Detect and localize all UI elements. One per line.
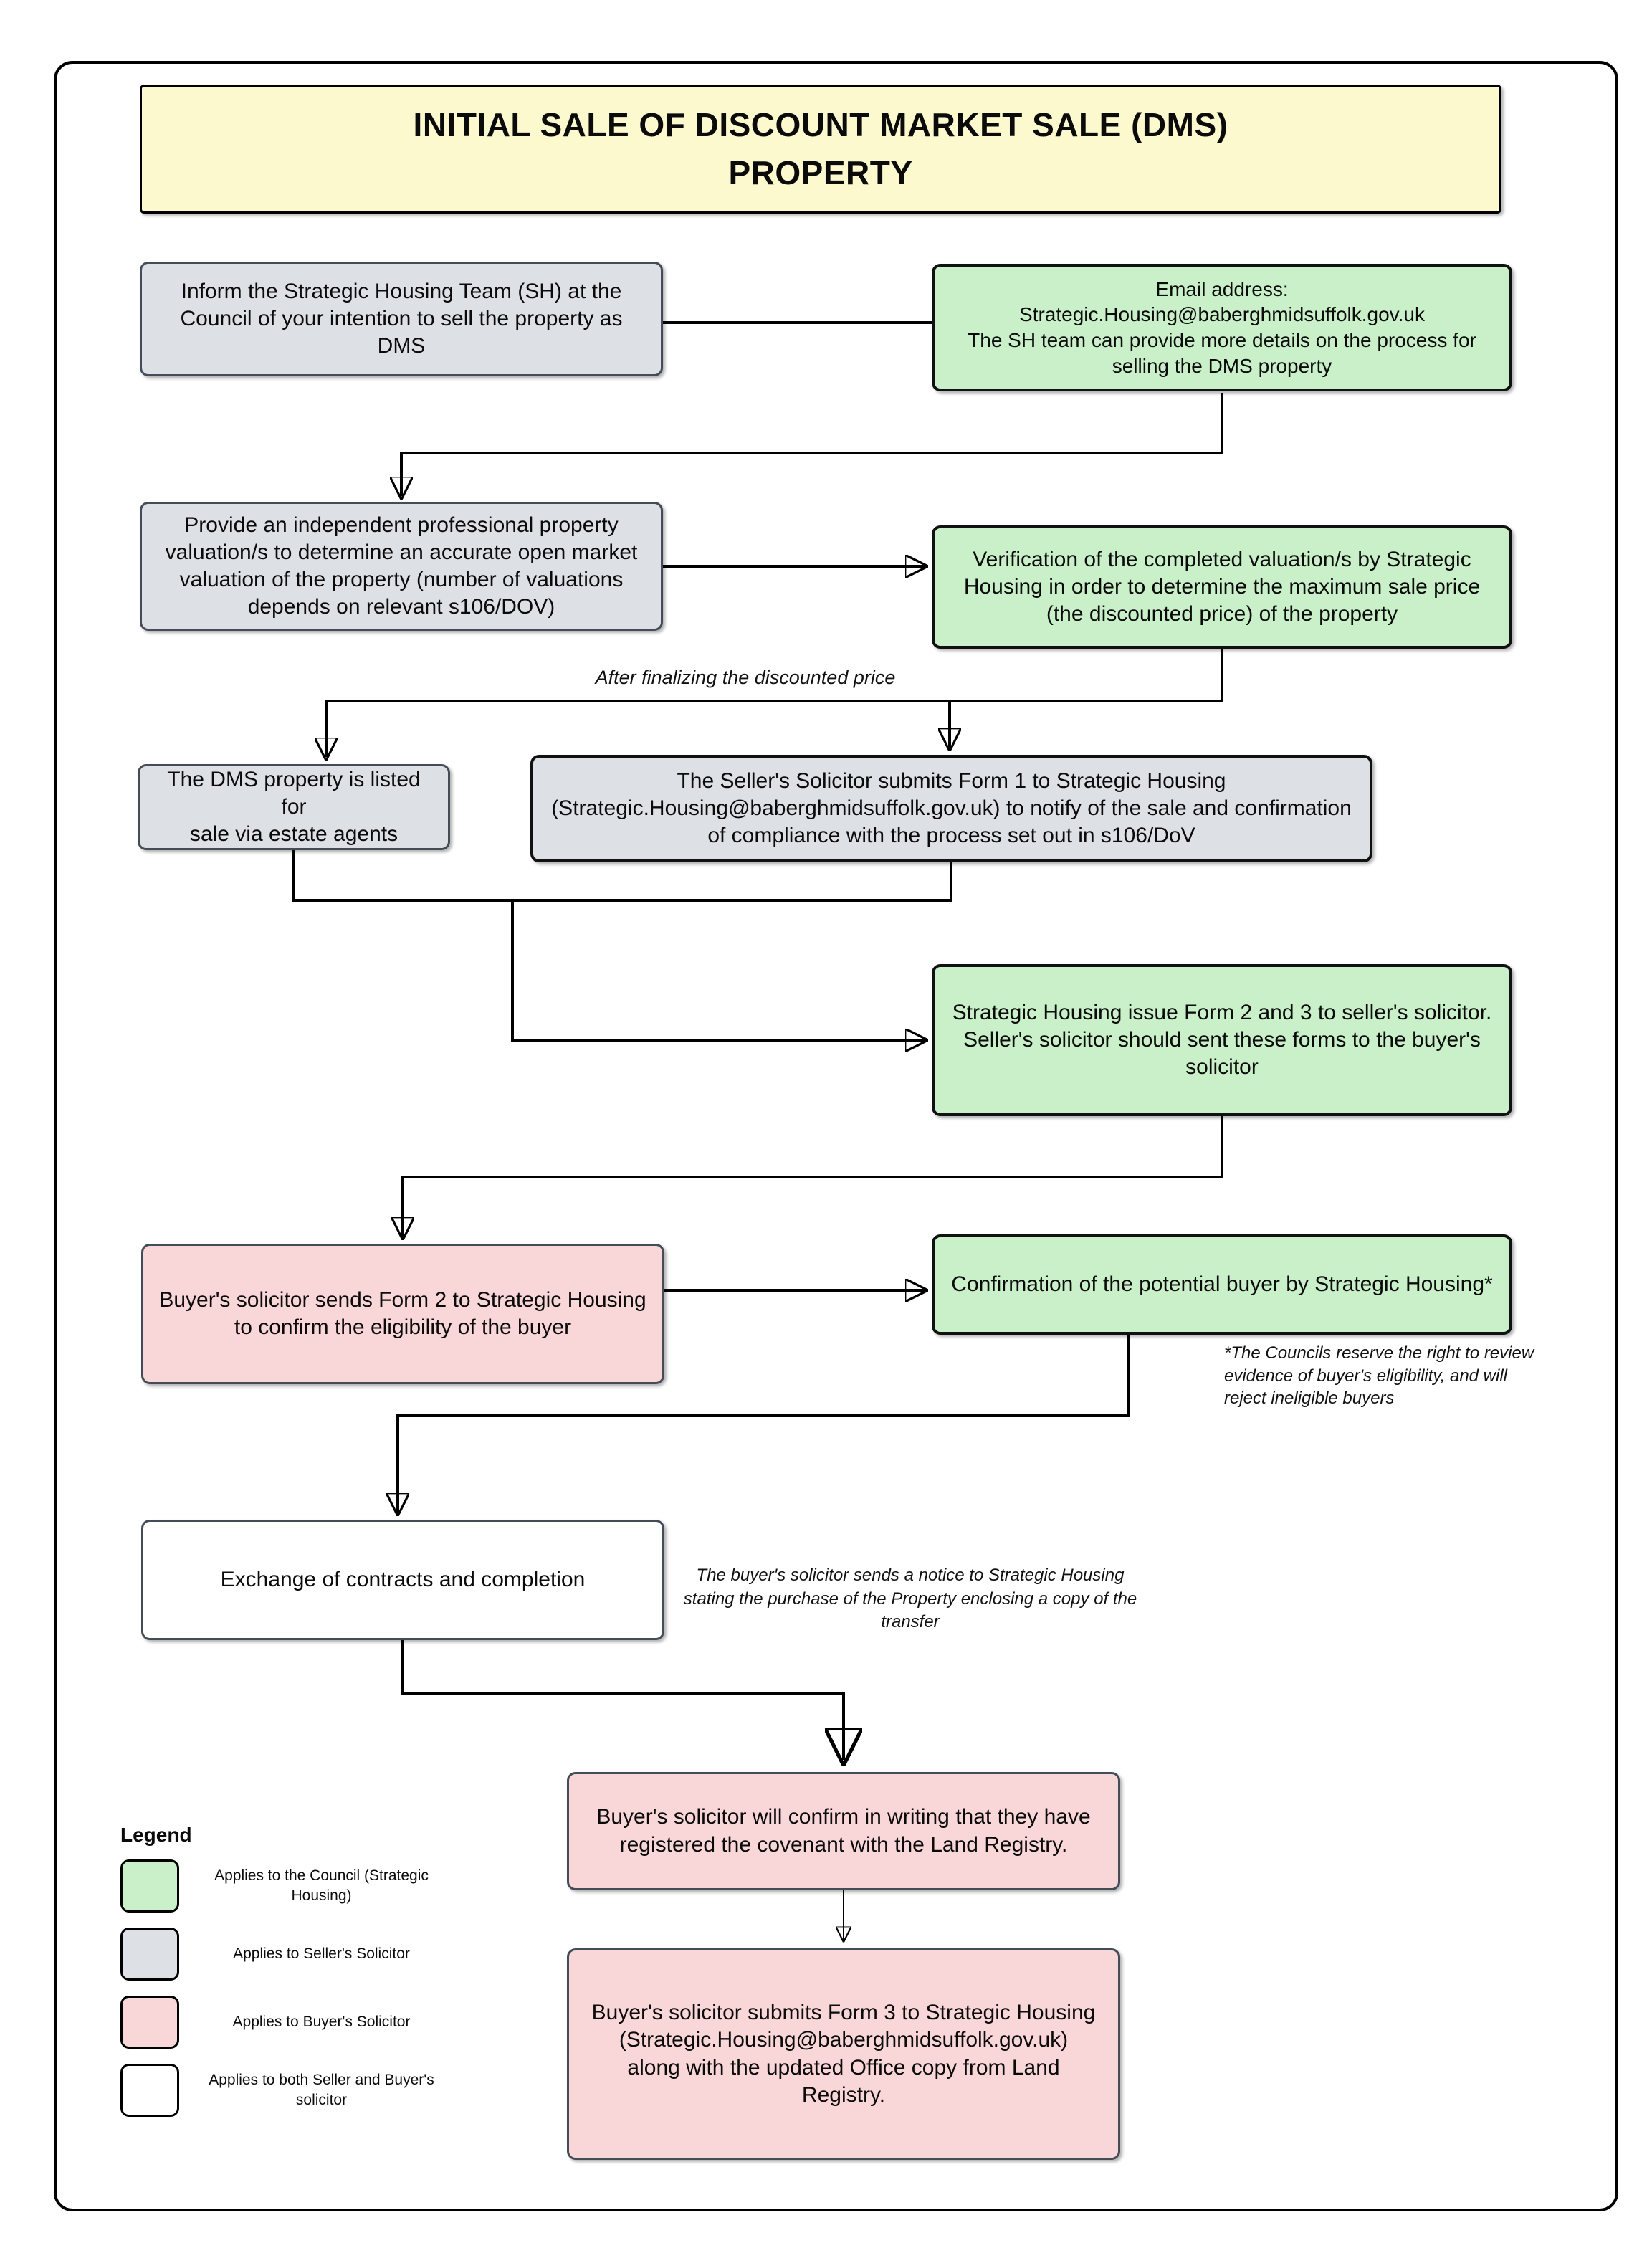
node-seller-solicitor-form1: The Seller's Solicitor submits Form 1 to… [530, 755, 1372, 862]
legend-label-buyer: Applies to Buyer's Solicitor [232, 2013, 411, 2030]
legend: Legend Applies to the Council (Strategic… [120, 1824, 445, 2132]
node-buyer-confirmation: Confirmation of the potential buyer by S… [932, 1234, 1512, 1335]
legend-item-buyer: Applies to Buyer's Solicitor [120, 1996, 445, 2049]
node-exchange-contracts: Exchange of contracts and completion [141, 1520, 664, 1640]
note-buyer-solicitor-notice: The buyer's solicitor sends a notice to … [683, 1566, 1137, 1632]
legend-swatch-buyer [120, 1996, 179, 2049]
legend-swatch-both [120, 2064, 179, 2117]
legend-item-council: Applies to the Council (Strategic Housin… [120, 1859, 445, 1913]
legend-heading: Legend [120, 1824, 192, 1846]
legend-item-seller: Applies to Seller's Solicitor [120, 1928, 445, 1981]
note-councils-reserve-right: *The Councils reserve the right to revie… [1224, 1343, 1534, 1409]
node-buyer-solicitor-form2: Buyer's solicitor sends Form 2 to Strate… [141, 1244, 664, 1384]
node-email-address: Email address: Strategic.Housing@babergh… [932, 264, 1512, 391]
node-valuation-verification: Verification of the completed valuation/… [932, 525, 1512, 649]
diagram-title: INITIAL SALE OF DISCOUNT MARKET SALE (DM… [140, 85, 1501, 214]
diagram-border [54, 61, 1618, 2211]
legend-swatch-seller [120, 1928, 179, 1981]
note-after-finalizing: After finalizing the discounted price [595, 667, 896, 688]
node-inform-strategic-housing: Inform the Strategic Housing Team (SH) a… [140, 262, 663, 376]
node-property-valuation: Provide an independent professional prop… [140, 502, 663, 631]
legend-label-seller: Applies to Seller's Solicitor [233, 1945, 410, 1962]
legend-swatch-council [120, 1859, 179, 1913]
legend-label-council: Applies to the Council (Strategic Housin… [214, 1867, 429, 1904]
legend-item-both: Applies to both Seller and Buyer's solic… [120, 2064, 445, 2117]
node-covenant-land-registry: Buyer's solicitor will confirm in writin… [567, 1772, 1120, 1890]
node-buyer-solicitor-form3: Buyer's solicitor submits Form 3 to Stra… [567, 1948, 1120, 2160]
node-issue-form2-form3: Strategic Housing issue Form 2 and 3 to … [932, 964, 1512, 1116]
legend-label-both: Applies to both Seller and Buyer's solic… [209, 2071, 434, 2108]
node-property-listed: The DMS property is listed for sale via … [138, 764, 450, 850]
